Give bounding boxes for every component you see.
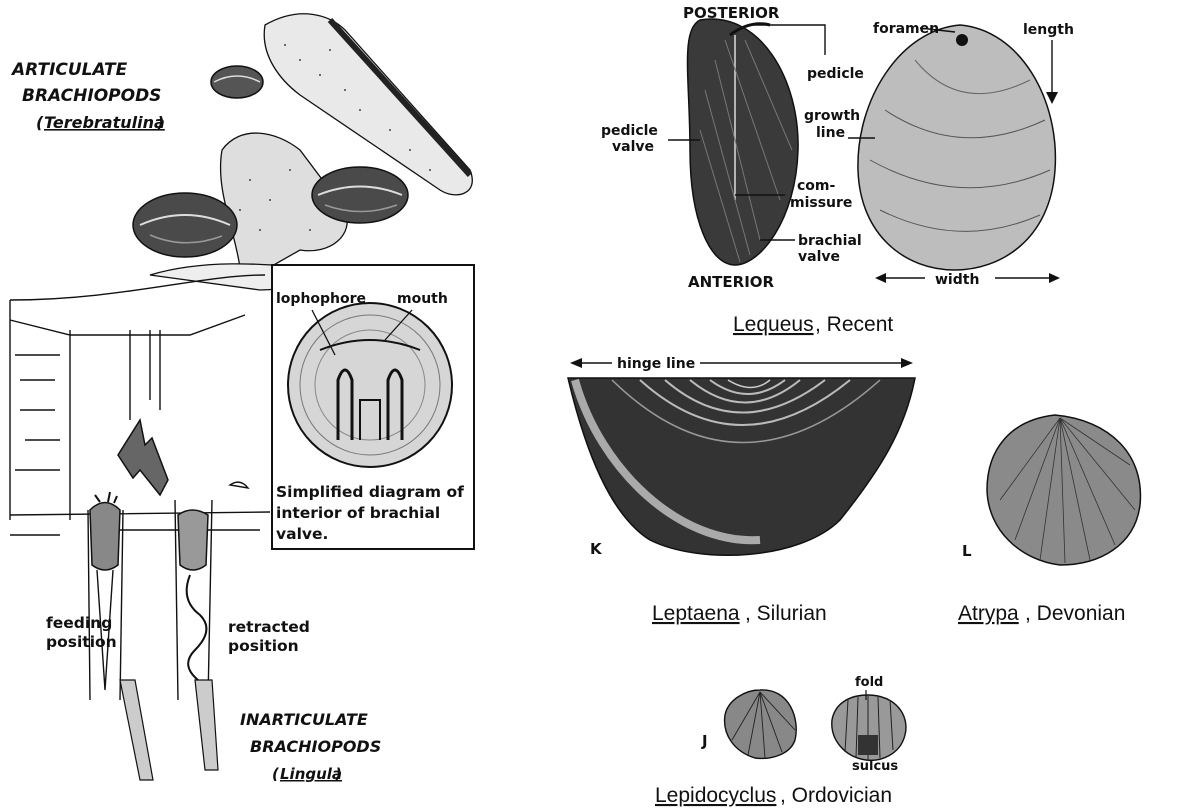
inarticulate-genus: Lingula xyxy=(280,765,342,783)
inset-caption-line1: Simplified diagram of xyxy=(276,483,464,501)
lepidocyclus-caption-age: , Ordovician xyxy=(780,784,892,807)
commissure-label-line1: com- xyxy=(797,178,836,194)
growth-line-label-line2: line xyxy=(816,125,845,141)
articulate-title-line1: ARTICULATE xyxy=(10,60,128,80)
articulate-genus-close-paren: ) xyxy=(156,113,164,132)
lequeus-caption-genus: Lequeus xyxy=(733,313,814,336)
growth-line-label-line1: growth xyxy=(804,108,860,124)
lingula-retracted xyxy=(175,500,218,770)
inarticulate-genus-close-paren: ) xyxy=(334,765,342,783)
brachial-valve-label-line1: brachial xyxy=(798,233,862,249)
feeding-label-line2: position xyxy=(46,633,117,651)
retracted-label-line1: retracted xyxy=(228,618,310,636)
articulate-title-line2: BRACHIOPODS xyxy=(22,86,161,106)
upward-arrow xyxy=(118,420,168,495)
leptaena-figure: hinge line K Leptaena , Silurian xyxy=(568,356,915,625)
atrypa-letter: L xyxy=(962,542,972,560)
leptaena-caption-age: , Silurian xyxy=(745,602,827,625)
articulate-shell xyxy=(312,167,408,223)
articulate-shell xyxy=(133,193,237,257)
articulate-scene: ARTICULATE BRACHIOPODS ( Terebratulina ) xyxy=(10,14,472,290)
atrypa-figure: L Atrypa , Devonian xyxy=(958,415,1140,625)
inarticulate-genus-open-paren: ( xyxy=(272,765,280,783)
mouth-label: mouth xyxy=(397,291,448,307)
width-label: width xyxy=(935,272,979,288)
length-label: length xyxy=(1023,22,1074,38)
leptaena-caption-genus: Leptaena xyxy=(652,602,740,625)
pedicle-label: pedicle xyxy=(807,66,864,82)
articulate-shell xyxy=(211,66,263,98)
articulate-genus: Terebratulina xyxy=(44,113,165,132)
lepidocyclus-figure: fold sulcus J Lepidocyclus , Ordovician xyxy=(655,675,906,807)
sulcus-label: sulcus xyxy=(852,759,898,774)
inset-box: lophophore mouth Simplified diagram of i… xyxy=(272,265,474,549)
lequeus-caption-age: , Recent xyxy=(815,313,893,336)
hinge-line-label: hinge line xyxy=(617,356,695,372)
sediment-block xyxy=(10,275,270,535)
brachial-valve-label-line2: valve xyxy=(798,249,840,265)
lepidocyclus-caption-genus: Lepidocyclus xyxy=(655,784,776,807)
posterior-label: POSTERIOR xyxy=(683,4,780,22)
leptaena-letter: K xyxy=(590,540,603,558)
lequeus-dorsal-view xyxy=(858,25,1055,270)
lequeus-figure: POSTERIOR ANTERIOR pedicle pedicle valve… xyxy=(601,4,1074,336)
atrypa-caption-age: , Devonian xyxy=(1025,602,1125,625)
articulate-genus-open-paren: ( xyxy=(36,113,44,132)
pedicle-valve-label-line2: valve xyxy=(612,139,654,155)
feeding-label-line1: feeding xyxy=(46,614,112,632)
lophophore-label: lophophore xyxy=(276,291,366,307)
anterior-label: ANTERIOR xyxy=(688,273,775,291)
atrypa-caption-genus: Atrypa xyxy=(958,602,1019,625)
retracted-label-line2: position xyxy=(228,637,299,655)
brachial-valve-interior xyxy=(288,303,452,467)
pedicle-valve-label-line1: pedicle xyxy=(601,123,658,139)
lequeus-side-view xyxy=(688,19,799,265)
inset-caption-line2: interior of brachial xyxy=(276,504,440,522)
inarticulate-title-line1: INARTICULATE xyxy=(240,710,368,729)
fold-label: fold xyxy=(855,675,883,690)
lepidocyclus-letter: J xyxy=(701,732,708,750)
commissure-label-line2: missure xyxy=(790,195,852,211)
inarticulate-title-line2: BRACHIOPODS xyxy=(250,737,381,756)
inset-caption-line3: valve. xyxy=(276,525,328,543)
foramen-label: foramen xyxy=(873,21,939,37)
